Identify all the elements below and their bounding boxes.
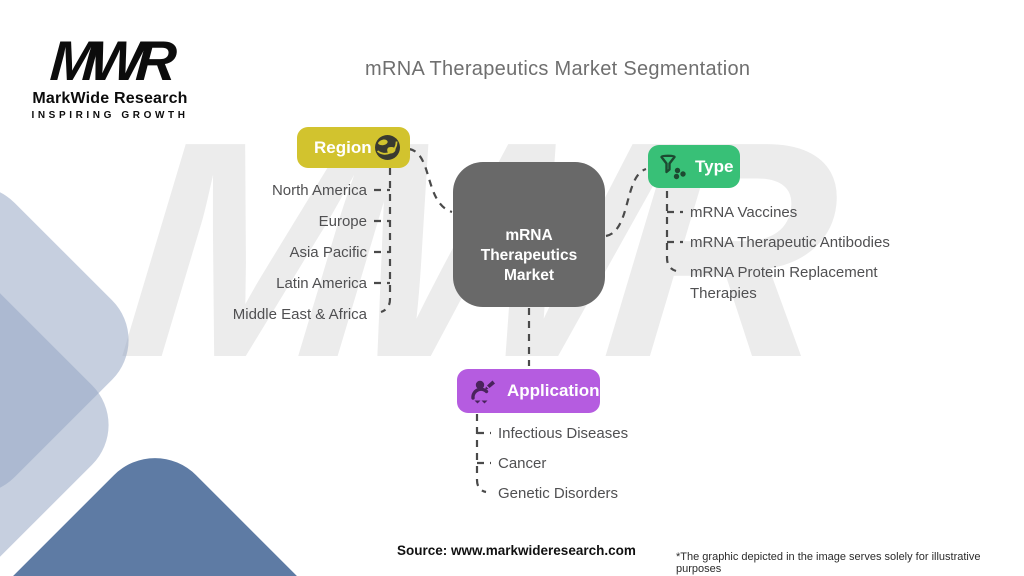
person-tool-icon: [468, 376, 498, 406]
application-item: Cancer: [498, 455, 547, 472]
region-item: North America: [271, 182, 367, 199]
region-item: Asia Pacific: [289, 244, 367, 261]
type-item-list: mRNA Vaccines mRNA Therapeutic Antibodie…: [690, 202, 922, 313]
type-item: mRNA Protein Replacement Therapies: [690, 264, 878, 302]
region-badge-label: Region: [314, 137, 372, 157]
application-trunk-connector: [475, 414, 487, 494]
disclaimer-note: *The graphic depicted in the image serve…: [676, 551, 981, 575]
funnel-icon: [658, 153, 687, 180]
application-badge: Application: [457, 369, 600, 413]
logo-tagline: INSPIRING GROWTH: [31, 110, 189, 121]
region-item: Middle East & Africa: [232, 306, 367, 323]
center-node-label: mRNA Therapeutics Market: [480, 227, 578, 284]
region-item: Latin America: [276, 275, 367, 292]
type-item: mRNA Therapeutic Antibodies: [690, 234, 890, 251]
application-item: Genetic Disorders: [498, 485, 619, 502]
logo-name: MarkWide Research: [32, 90, 188, 107]
type-badge-label: Type: [695, 156, 734, 176]
logo-monogram: MWR: [48, 29, 172, 92]
region-item-list: North America Europe Asia Pacific Latin …: [233, 180, 367, 335]
globe-icon: [374, 134, 401, 161]
markwide-logo: MWR MarkWide Research INSPIRING GROWTH: [30, 29, 190, 121]
page-title: mRNA Therapeutics Market Segmentation: [365, 58, 751, 80]
application-item: Infectious Diseases: [498, 425, 629, 442]
center-node: mRNA Therapeutics Market: [453, 162, 605, 307]
application-badge-label: Application: [507, 381, 600, 400]
type-item: mRNA Vaccines: [690, 204, 798, 221]
source-credit: Source: www.markwideresearch.com: [397, 543, 636, 558]
region-badge: Region: [297, 127, 410, 168]
application-item-list: Infectious Diseases Cancer Genetic Disor…: [498, 423, 628, 513]
region-item: Europe: [318, 213, 367, 230]
type-badge: Type: [648, 145, 740, 188]
